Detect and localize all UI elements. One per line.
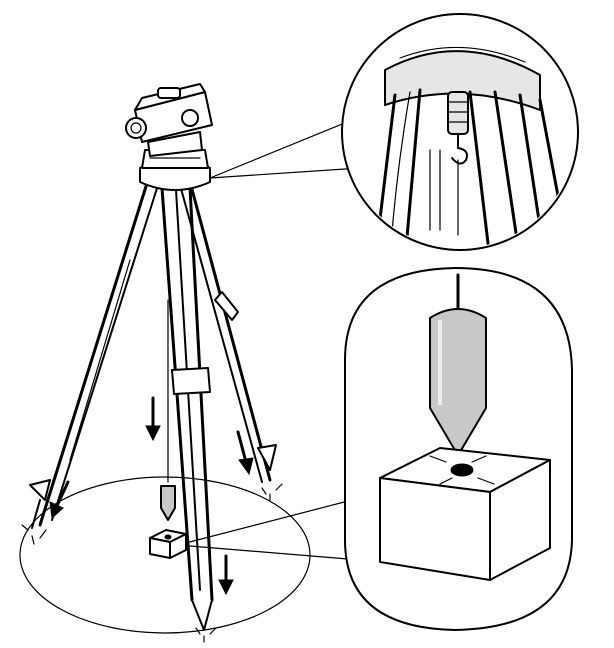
ground-marker-icon: [379, 447, 551, 581]
foot-mark-right: [261, 483, 283, 501]
foot-mark-left: [21, 524, 47, 545]
hook-icon: [451, 133, 468, 165]
ground-circle: [19, 476, 311, 634]
foot-mark-front: [195, 627, 217, 643]
small-plumb-bob: [160, 485, 176, 521]
arrow-right-leg: [236, 430, 254, 476]
arrow-down-icon: [145, 396, 161, 442]
callout-plumb-detail: [344, 267, 573, 631]
level-instrument-icon: [125, 83, 213, 157]
callout-connector-top: [209, 167, 361, 179]
callout-connector-top-2: [209, 119, 353, 179]
tripod-icon: [29, 149, 277, 631]
callout-hook-detail: [341, 13, 579, 251]
callout-connector-bottom-2: [177, 544, 361, 561]
arrow-left-leg: [49, 480, 70, 520]
callout-connector-bottom: [177, 499, 353, 546]
small-ground-marker: [149, 529, 187, 559]
arrow-front-leg: [218, 554, 234, 596]
